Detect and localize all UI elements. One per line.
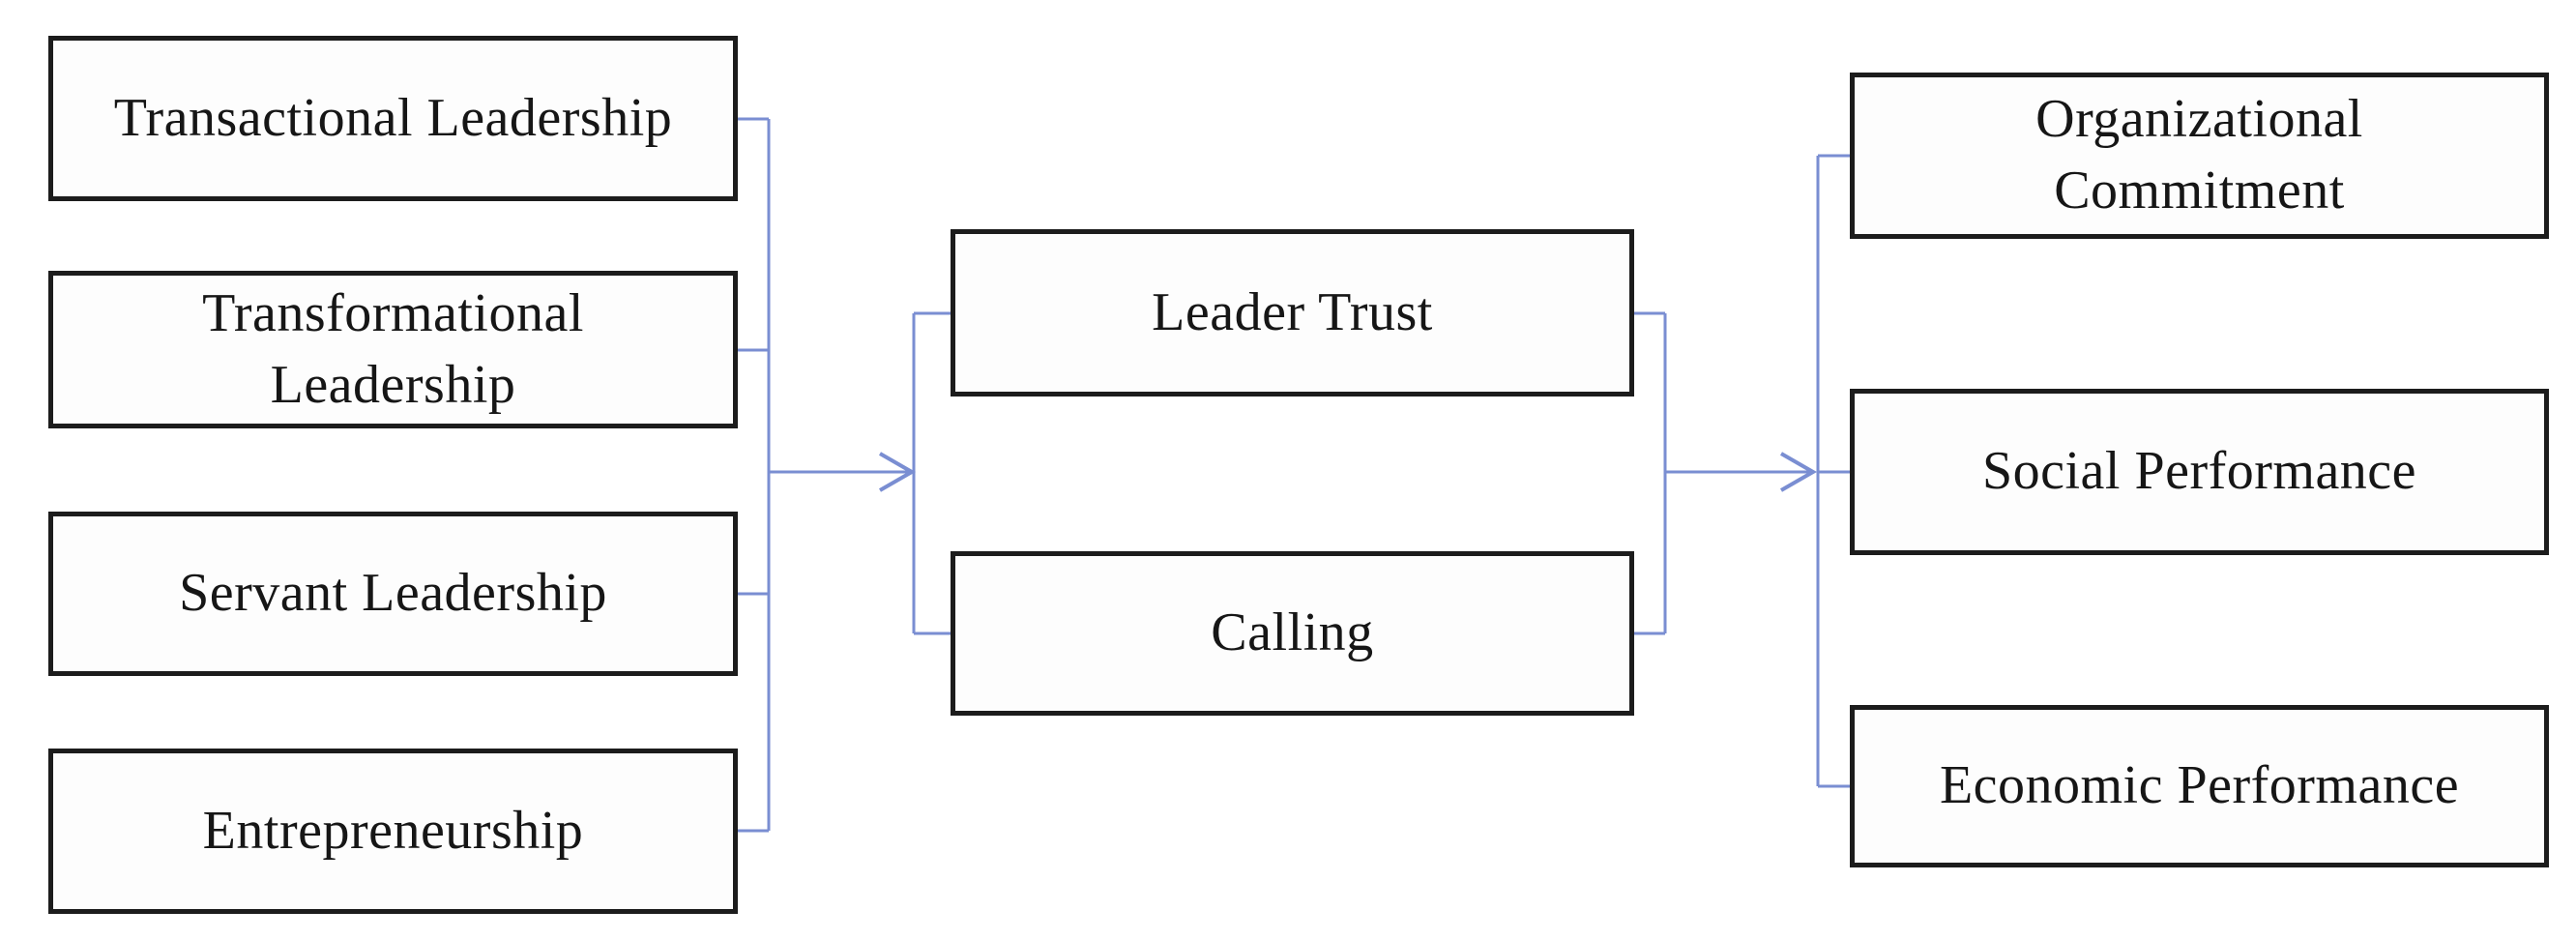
node-label: Calling bbox=[1211, 602, 1374, 663]
node-label: Leader Trust bbox=[1152, 281, 1433, 342]
outcomes-bracket bbox=[1816, 154, 1850, 788]
node-label: Social Performance bbox=[1981, 441, 2417, 502]
node-label: Transactional Leadership bbox=[113, 87, 673, 148]
node-social-performance: Social Performance bbox=[1850, 389, 2549, 555]
node-label: Economic Performance bbox=[1939, 755, 2460, 816]
mediators-right-bracket bbox=[1634, 311, 1667, 635]
node-transactional-leadership: Transactional Leadership bbox=[48, 36, 738, 201]
node-economic-performance: Economic Performance bbox=[1850, 705, 2549, 867]
node-calling: Calling bbox=[951, 551, 1634, 716]
arrow-head-icon bbox=[879, 452, 917, 492]
node-organizational-commitment: Organizational Commitment bbox=[1850, 73, 2549, 239]
node-label: Entrepreneurship bbox=[202, 800, 584, 861]
node-transformational-leadership: Transformational Leadership bbox=[48, 271, 738, 428]
node-entrepreneurship: Entrepreneurship bbox=[48, 749, 738, 914]
mediators-left-bracket bbox=[912, 311, 951, 635]
node-label: Organizational Commitment bbox=[2035, 89, 2363, 220]
arrow-antecedents-to-mediators bbox=[769, 452, 917, 492]
node-servant-leadership: Servant Leadership bbox=[48, 512, 738, 676]
arrow-mediators-to-outcomes bbox=[1665, 452, 1818, 492]
antecedents-bracket bbox=[738, 117, 771, 833]
arrow-head-icon bbox=[1780, 452, 1818, 492]
node-label: Transformational Leadership bbox=[202, 282, 584, 415]
node-leader-trust: Leader Trust bbox=[951, 229, 1634, 397]
node-label: Servant Leadership bbox=[179, 563, 607, 624]
